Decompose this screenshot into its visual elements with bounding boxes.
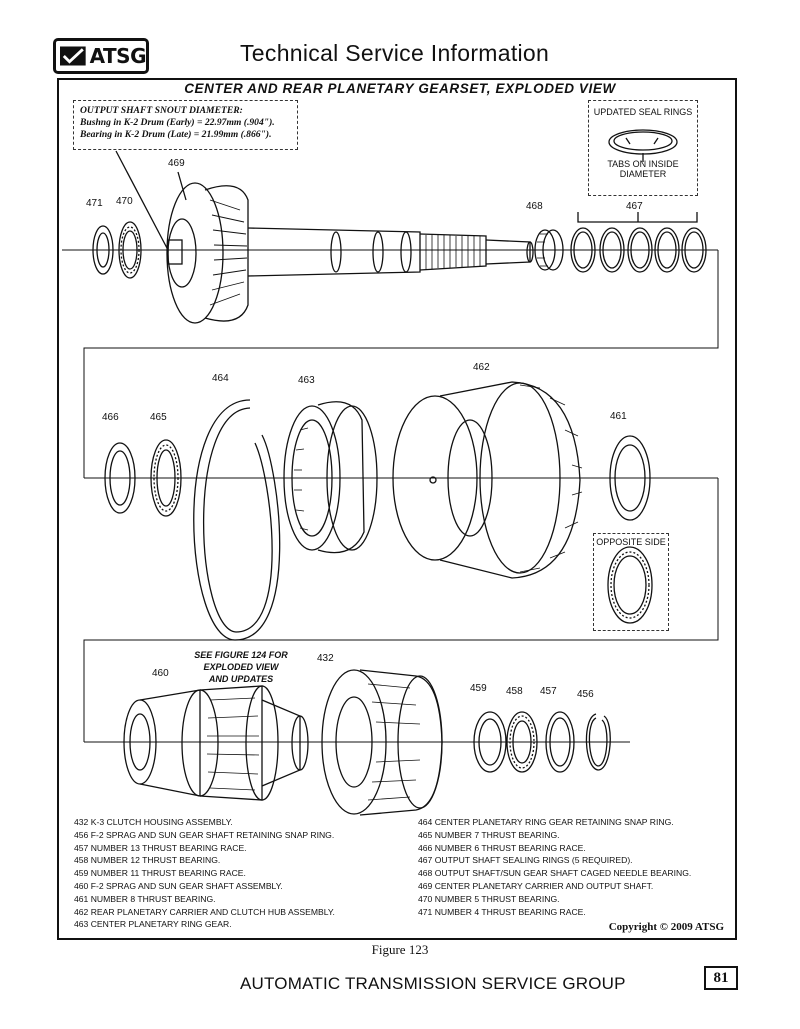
callout-467: 467 <box>626 201 643 212</box>
callout-460: 460 <box>152 668 169 679</box>
snout-diameter-note: OUTPUT SHAFT SNOUT DIAMETER: Bushng in K… <box>73 100 298 150</box>
callout-462: 462 <box>473 362 490 373</box>
legend-item: 469 CENTER PLANETARY CARRIER AND OUTPUT … <box>418 880 654 891</box>
figure-title: CENTER AND REAR PLANETARY GEARSET, EXPLO… <box>184 81 616 96</box>
callout-461: 461 <box>610 411 627 422</box>
copyright: Copyright © 2009 ATSG <box>608 921 724 933</box>
callout-470: 470 <box>116 196 133 207</box>
callout-469: 469 <box>168 158 185 169</box>
opposite-side-label: OPPOSITE SIDE <box>596 537 666 547</box>
legend-item: 467 OUTPUT SHAFT SEALING RINGS (5 REQUIR… <box>418 855 633 866</box>
legend-item: 470 NUMBER 5 THRUST BEARING. <box>418 893 560 904</box>
see-figure-note: SEE FIGURE 124 FOR EXPLODED VIEW AND UPD… <box>186 649 296 685</box>
checkmark-logo-icon <box>60 46 86 66</box>
callout-457: 457 <box>540 686 557 697</box>
see-figure-line-1: SEE FIGURE 124 FOR <box>194 650 288 660</box>
logo-text: ATSG <box>89 44 147 68</box>
callout-459: 459 <box>470 683 487 694</box>
see-figure-line-3: AND UPDATES <box>208 674 274 684</box>
legend-item: 471 NUMBER 4 THRUST BEARING RACE. <box>418 906 586 917</box>
seal-box-title: UPDATED SEAL RINGS <box>593 107 693 117</box>
legend-item: 461 NUMBER 8 THRUST BEARING. <box>74 893 216 904</box>
note-line-1: OUTPUT SHAFT SNOUT DIAMETER: <box>80 105 243 116</box>
note-line-2: Bushng in K-2 Drum (Early) = 22.97mm (.9… <box>80 117 275 128</box>
callout-463: 463 <box>298 375 315 386</box>
note-line-3: Bearing in K-2 Drum (Late) = 21.99mm (.8… <box>80 129 272 140</box>
legend-item: 464 CENTER PLANETARY RING GEAR RETAINING… <box>418 817 674 827</box>
page-number: 81 <box>704 966 738 990</box>
callout-468: 468 <box>526 201 543 212</box>
callout-465: 465 <box>150 412 167 423</box>
legend-item: 458 NUMBER 12 THRUST BEARING. <box>74 855 221 866</box>
callout-471: 471 <box>86 198 103 209</box>
figure-frame <box>57 78 737 940</box>
legend-item: 462 REAR PLANETARY CARRIER AND CLUTCH HU… <box>74 906 335 917</box>
legend-item: 468 OUTPUT SHAFT/SUN GEAR SHAFT CAGED NE… <box>418 868 692 879</box>
legend-item: 456 F-2 SPRAG AND SUN GEAR SHAFT RETAINI… <box>74 829 335 840</box>
atsg-logo: ATSG <box>53 38 149 74</box>
legend-item: 459 NUMBER 11 THRUST BEARING RACE. <box>74 868 246 879</box>
seal-box-caption-1: TABS ON INSIDE <box>607 159 679 169</box>
legend-item: 457 NUMBER 13 THRUST BEARING RACE. <box>74 842 247 853</box>
legend-item: 460 F-2 SPRAG AND SUN GEAR SHAFT ASSEMBL… <box>74 880 283 891</box>
callout-464: 464 <box>212 373 229 384</box>
page-title: Technical Service Information <box>240 40 550 66</box>
legend-right: 464 CENTER PLANETARY RING GEAR RETAINING… <box>418 816 691 918</box>
callout-466: 466 <box>102 412 119 423</box>
footer-text: AUTOMATIC TRANSMISSION SERVICE GROUP <box>240 974 626 993</box>
see-figure-line-2: EXPLODED VIEW <box>203 662 279 672</box>
legend-item: 465 NUMBER 7 THRUST BEARING. <box>418 829 560 840</box>
legend-left: 432 K-3 CLUTCH HOUSING ASSEMBLY. 456 F-2… <box>74 816 335 931</box>
callout-458: 458 <box>506 686 523 697</box>
seal-box-caption-2: DIAMETER <box>619 169 667 179</box>
updated-seal-rings-box: UPDATED SEAL RINGS TABS ON INSIDE DIAMET… <box>588 100 698 196</box>
legend-item: 466 NUMBER 6 THRUST BEARING RACE. <box>418 842 586 853</box>
callout-432: 432 <box>317 653 334 664</box>
figure-caption: Figure 123 <box>371 942 429 957</box>
callout-456: 456 <box>577 689 594 700</box>
legend-item: 463 CENTER PLANETARY RING GEAR. <box>74 919 232 930</box>
legend-item: 432 K-3 CLUTCH HOUSING ASSEMBLY. <box>74 817 233 827</box>
opposite-side-box: OPPOSITE SIDE <box>593 533 669 631</box>
